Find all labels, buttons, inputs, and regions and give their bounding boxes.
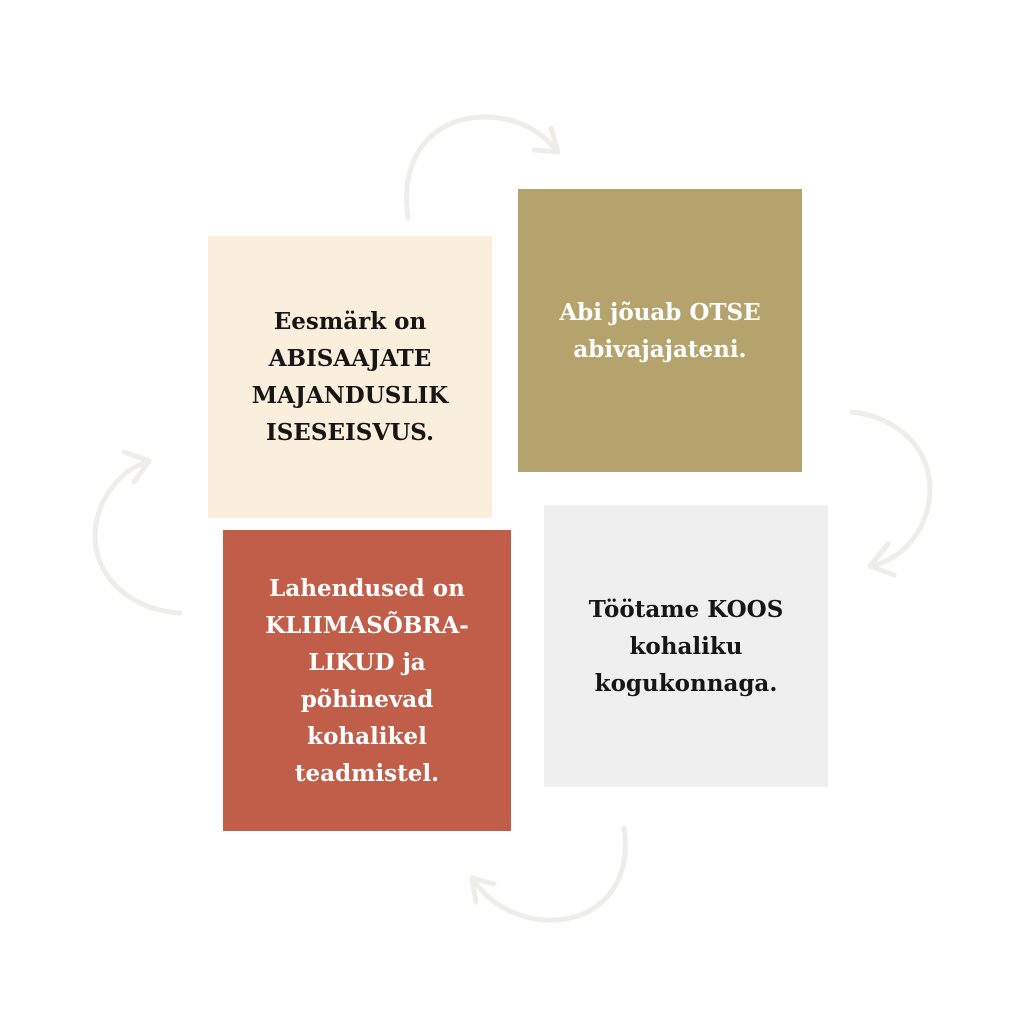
arrow-top-head-icon	[531, 125, 561, 155]
arrow-left	[92, 459, 183, 616]
card-solutions: Lahendused on KLIIMASÕBRA- LIKUD ja põhi…	[223, 530, 511, 831]
card-direct-text: Abi jõuab OTSE abivajajateni.	[559, 298, 761, 363]
arrow-left-head-icon	[121, 449, 152, 485]
card-together-text: Töötame KOOS kohaliku kogukonnaga.	[588, 595, 784, 697]
card-goal-text: Eesmärk on ABISAAJATE MAJANDUSLIK ISESEI…	[251, 308, 449, 446]
card-direct: Abi jõuab OTSE abivajajateni.	[518, 189, 802, 472]
arrow-right	[849, 409, 933, 569]
card-together: Töötame KOOS kohaliku kogukonnaga.	[544, 505, 828, 787]
arrow-bottom-head-icon	[469, 875, 497, 905]
arrow-right-head-icon	[867, 541, 897, 578]
card-goal: Eesmärk on ABISAAJATE MAJANDUSLIK ISESEI…	[208, 236, 492, 518]
card-solutions-text: Lahendused on KLIIMASÕBRA- LIKUD ja põhi…	[265, 574, 469, 787]
arrow-bottom	[471, 825, 628, 923]
arrow-top	[404, 114, 559, 221]
